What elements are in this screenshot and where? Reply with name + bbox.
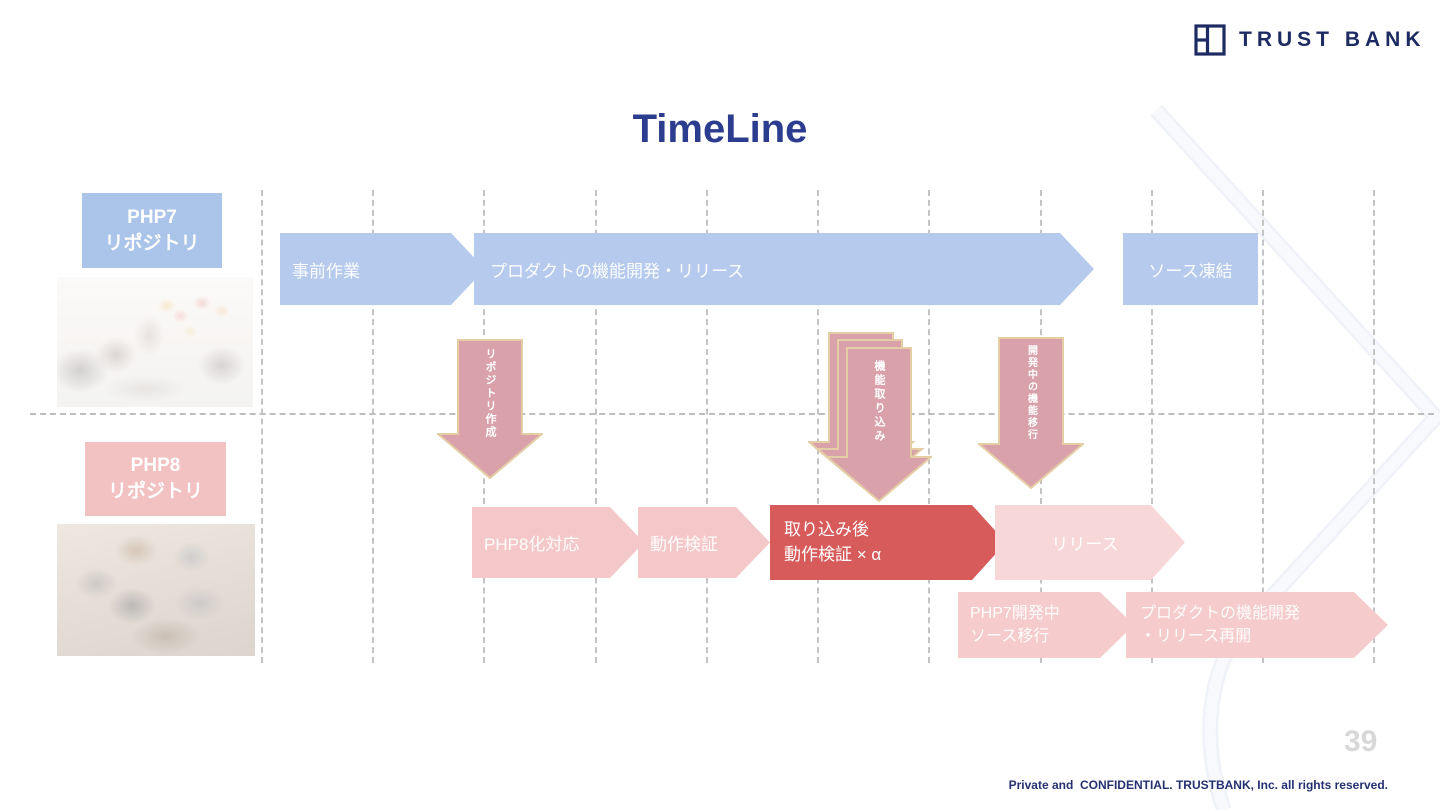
stage-label: 事前作業 <box>292 261 360 281</box>
stage-label: ソース凍結 <box>1148 261 1233 281</box>
lane-divider-line <box>30 413 1434 415</box>
stage-release-arrow: リリース <box>995 505 1185 580</box>
php7-team-photo <box>57 277 253 407</box>
php8-label-line2: リポジトリ <box>107 481 203 502</box>
gridline <box>928 190 930 663</box>
stage-label-line2: ソース移行 <box>970 628 1050 645</box>
trust-bank-logo-icon <box>1194 24 1226 56</box>
gridline <box>595 190 597 663</box>
down-arrow-icon <box>437 339 543 479</box>
stage-post-import-test-arrow: 取り込み後 動作検証 × α <box>770 505 1006 580</box>
footer-copyright: Private and CONFIDENTIAL. TRUSTBANK, Inc… <box>1008 778 1388 792</box>
stage-product-dev-resume-arrow: プロダクトの機能開発 ・リリース再開 <box>1126 592 1388 658</box>
transition-repo-create-arrow: リポジトリ作成 <box>437 339 543 479</box>
gridline <box>706 190 708 663</box>
transition-label: リポジトリ作成 <box>484 348 496 439</box>
stage-php8-conversion-arrow: PHP8化対応 <box>472 507 644 578</box>
stage-label: プロダクトの機能開発・リリース <box>490 261 745 281</box>
stage-label-line1: PHP7開発中 <box>970 604 1060 622</box>
gridline <box>261 190 263 663</box>
gridline <box>1373 190 1375 663</box>
stacked-down-arrow-icon <box>808 332 932 502</box>
stage-label-line2: ・リリース再開 <box>1140 628 1252 645</box>
stage-source-freeze-box: ソース凍結 <box>1123 233 1258 305</box>
transition-feature-import-arrow-stack: 機能取り込み <box>808 332 932 502</box>
page-number: 39 <box>1344 725 1378 758</box>
php7-label-line1: PHP7 <box>127 206 177 228</box>
php8-label-line1: PHP8 <box>130 455 181 477</box>
stage-label-line1: 取り込み後 <box>784 519 869 539</box>
page-title: TimeLine <box>632 106 808 151</box>
stage-preparation-arrow: 事前作業 <box>280 233 485 305</box>
stage-label: リリース <box>1051 535 1119 554</box>
stage-product-dev-release-arrow: プロダクトの機能開発・リリース <box>474 233 1094 305</box>
stage-label: 動作検証 <box>650 535 718 554</box>
stage-label: PHP8化対応 <box>484 535 580 554</box>
php7-label-line2: リポジトリ <box>104 232 200 254</box>
stage-label-line2: 動作検証 × α <box>784 544 882 564</box>
gridline <box>372 190 374 663</box>
brand-name: TRUST BANK <box>1239 28 1426 51</box>
php8-repository-label: PHP8 リポジトリ <box>85 442 226 516</box>
transition-label: 機能取り込み <box>873 360 885 444</box>
php8-team-photo <box>57 524 255 656</box>
php7-repository-label: PHP7 リポジトリ <box>82 193 222 268</box>
transition-dev-feature-move-arrow: 開発中の機能移行 <box>978 337 1084 489</box>
transition-label: 開発中の機能移行 <box>1025 345 1037 441</box>
gridline <box>1151 190 1153 663</box>
gridline <box>817 190 819 663</box>
brand-logo: TRUST BANK <box>1194 24 1426 56</box>
gridline <box>1262 190 1264 663</box>
down-arrow-icon <box>978 337 1084 489</box>
stage-label-line1: プロダクトの機能開発 <box>1140 604 1301 622</box>
stage-php7-source-move-arrow: PHP7開発中 ソース移行 <box>958 592 1134 658</box>
